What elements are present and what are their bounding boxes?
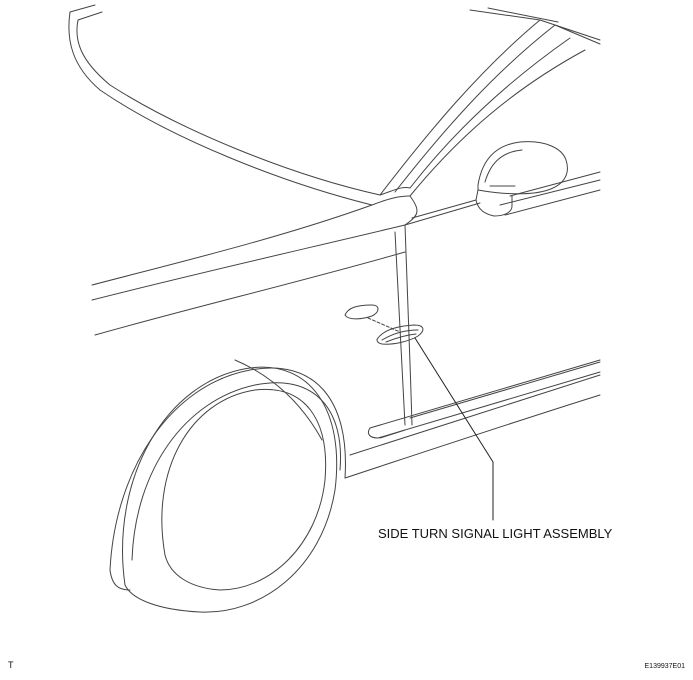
side-mirror <box>475 141 568 217</box>
front-wheel <box>122 359 338 613</box>
callout-leader-line <box>414 337 494 521</box>
windshield-outline <box>68 4 411 206</box>
a-pillar-outline <box>379 7 601 197</box>
side-turn-signal-lamp <box>376 324 424 345</box>
mounting-hole <box>344 304 379 320</box>
door-seam <box>394 224 413 426</box>
callout-label: SIDE TURN SIGNAL LIGHT ASSEMBLY <box>378 526 613 541</box>
door-window-frame <box>404 171 601 226</box>
hood-outline <box>91 204 406 336</box>
side-body-lines <box>344 359 601 479</box>
fender-arch <box>109 367 346 591</box>
corner-mark: T <box>8 660 14 670</box>
figure-code: E139937E01 <box>645 663 686 670</box>
install-direction-line <box>367 317 401 333</box>
